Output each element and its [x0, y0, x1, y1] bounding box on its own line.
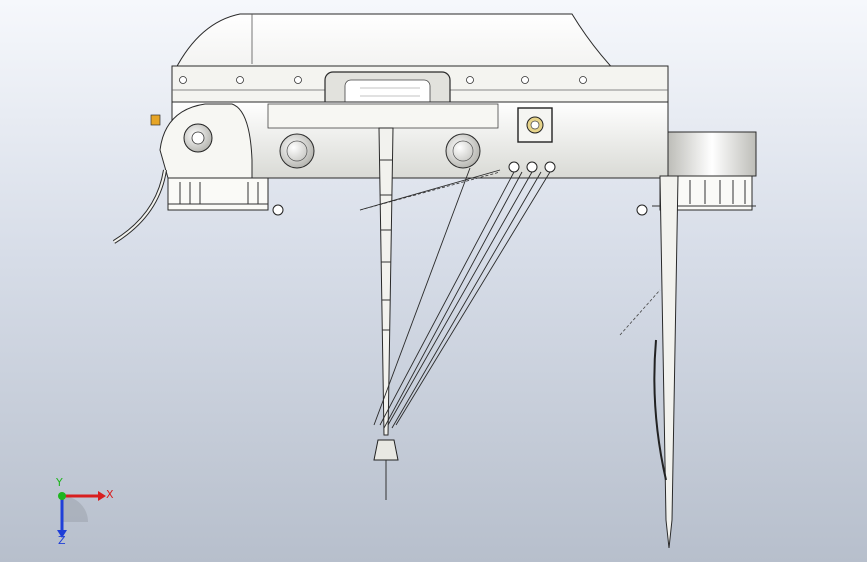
coordinate-triad: X Y Z — [46, 476, 116, 550]
y-axis-label: Y — [56, 476, 63, 489]
right-roller — [445, 133, 481, 169]
left-roller — [279, 133, 315, 169]
rail-screws — [179, 76, 587, 84]
right-cylinder — [667, 131, 757, 177]
x-axis-label: X — [106, 488, 114, 501]
orange-tip — [150, 114, 161, 126]
left-cable — [112, 169, 167, 244]
left-fan — [167, 177, 269, 211]
diagonal-hoses — [359, 167, 551, 429]
z-axis-label: Z — [58, 534, 66, 547]
hose-nipples — [508, 161, 556, 173]
center-probe — [373, 127, 399, 500]
triad-graphic — [57, 491, 106, 538]
right-probe — [619, 175, 679, 549]
